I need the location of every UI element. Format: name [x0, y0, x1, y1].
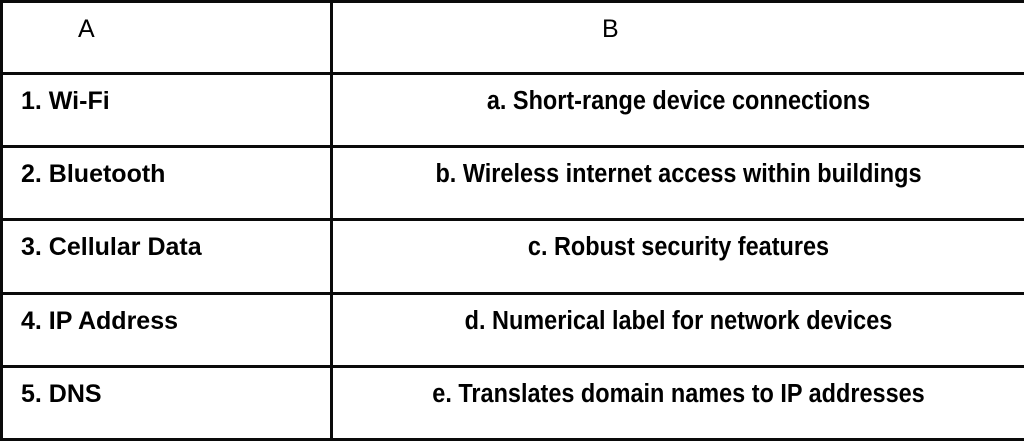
column-header-b-cell: B — [330, 0, 1024, 75]
item-label-b: b. Wireless internet access within build… — [435, 160, 922, 189]
table-header-row: A B — [0, 0, 1024, 75]
item-label-a: 3. Cellular Data — [21, 233, 202, 262]
item-label-b: c. Robust security features — [527, 233, 830, 262]
item-cell-b: b. Wireless internet access within build… — [330, 145, 1024, 222]
table-row: 2. Bluetooth b. Wireless internet access… — [0, 145, 1024, 222]
item-cell-a: 2. Bluetooth — [0, 145, 333, 222]
column-header-a-cell: A — [0, 0, 333, 75]
column-header-a-label: A — [78, 15, 95, 43]
item-cell-b: e. Translates domain names to IP address… — [330, 364, 1024, 441]
item-label-a: 2. Bluetooth — [21, 160, 166, 189]
item-cell-a: 1. Wi-Fi — [0, 71, 333, 149]
item-cell-a: 4. IP Address — [0, 291, 333, 368]
item-label-a: 5. DNS — [21, 379, 102, 408]
item-label-b: d. Numerical label for network devices — [464, 306, 893, 335]
item-label-b: a. Short-range device connections — [486, 87, 871, 115]
item-cell-b: d. Numerical label for network devices — [330, 291, 1024, 368]
item-label-b: e. Translates domain names to IP address… — [432, 379, 925, 408]
item-label-a: 4. IP Address — [21, 306, 179, 335]
table-row: 3. Cellular Data c. Robust security feat… — [0, 218, 1024, 295]
column-header-b-label: B — [602, 15, 619, 43]
item-cell-a: 5. DNS — [0, 364, 333, 441]
table-body: 1. Wi-Fi a. Short-range device connectio… — [0, 71, 1024, 441]
table-row: 4. IP Address d. Numerical label for net… — [0, 291, 1024, 368]
table-row: 5. DNS e. Translates domain names to IP … — [0, 364, 1024, 441]
item-cell-a: 3. Cellular Data — [0, 218, 333, 295]
item-cell-b: c. Robust security features — [330, 218, 1024, 295]
item-label-a: 1. Wi-Fi — [21, 87, 110, 115]
table-row: 1. Wi-Fi a. Short-range device connectio… — [0, 71, 1024, 149]
item-cell-b: a. Short-range device connections — [330, 71, 1024, 149]
